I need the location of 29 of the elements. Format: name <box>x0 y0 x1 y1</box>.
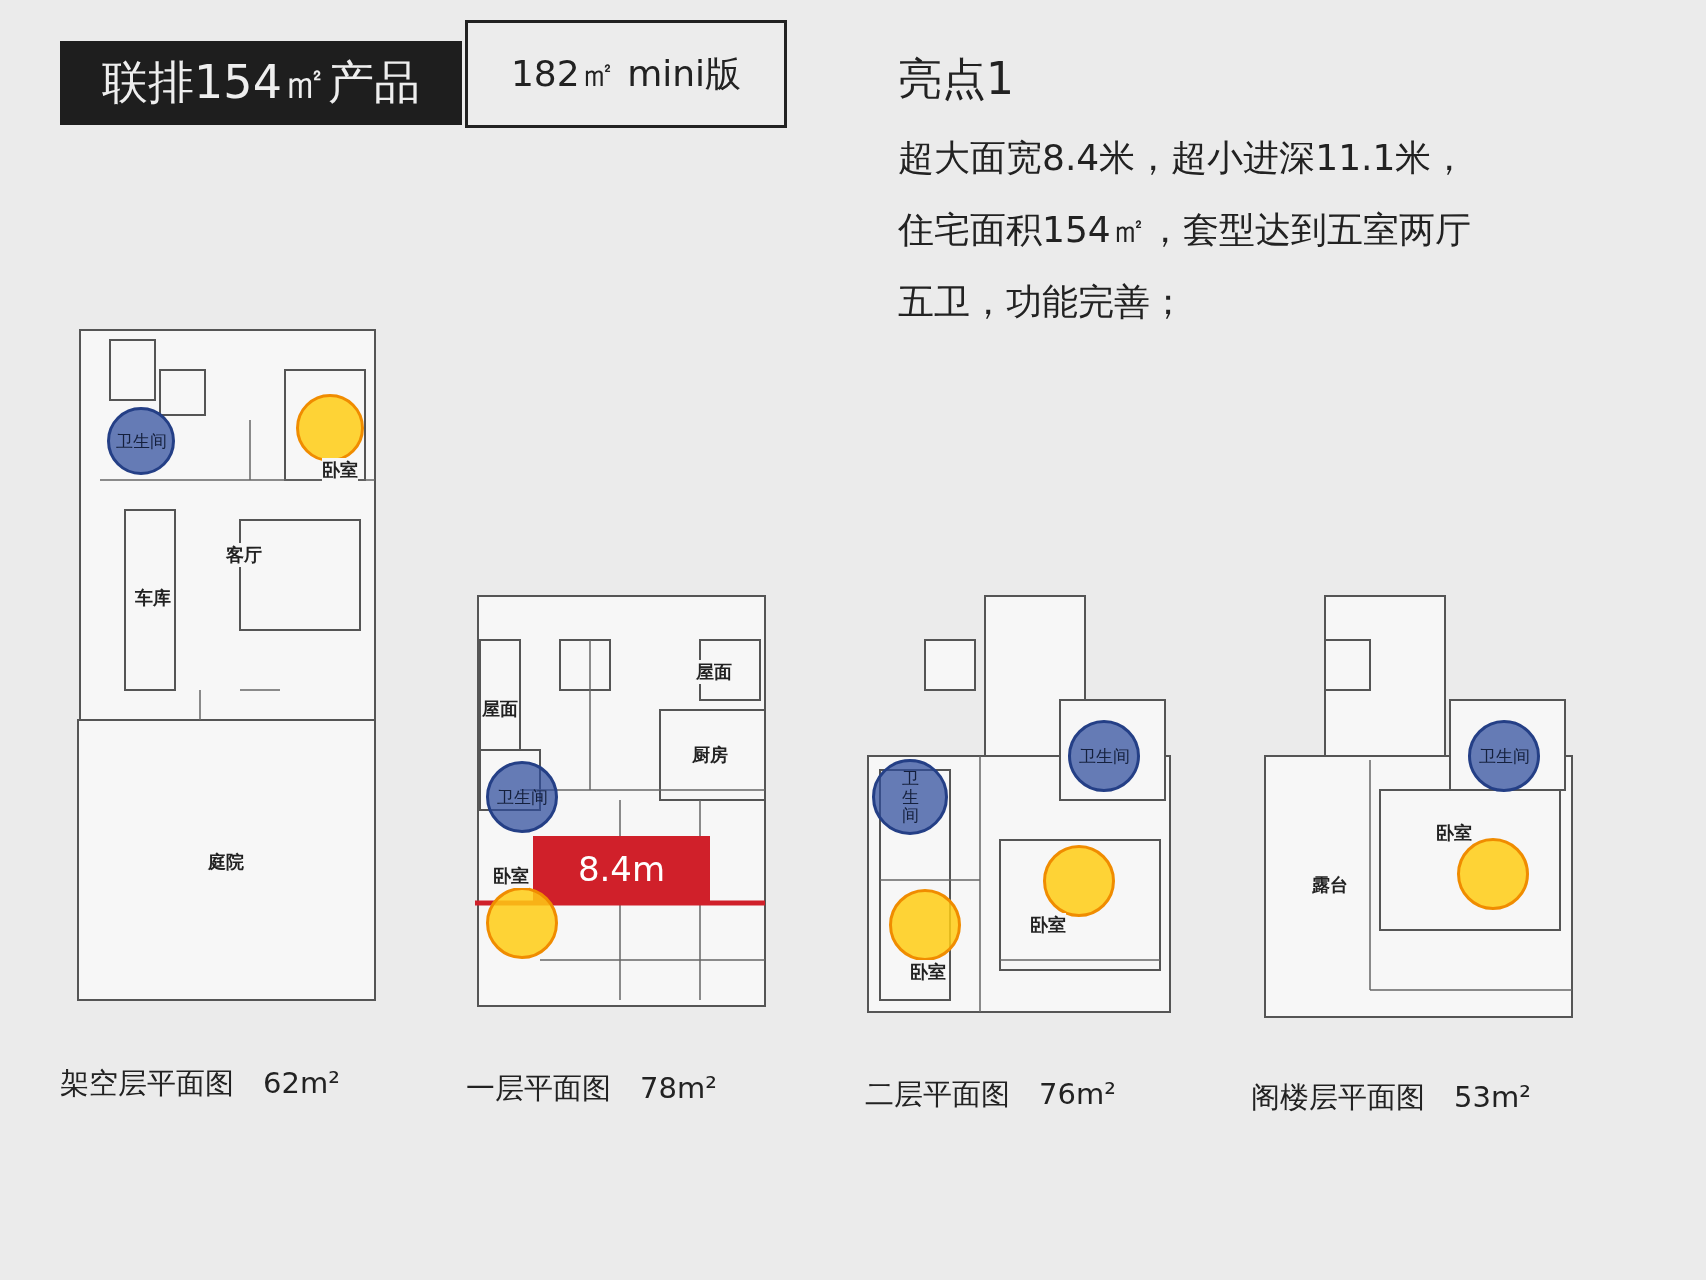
room-name: 卧室 <box>910 960 946 984</box>
room-name: 屋面 <box>482 697 518 721</box>
room-name: 露台 <box>1312 873 1348 897</box>
room-name: 厨房 <box>692 743 728 767</box>
room-name: 卫生间 <box>115 429 167 453</box>
room-name: 屋面 <box>696 660 732 684</box>
room-name: 车库 <box>135 586 171 610</box>
room-name: 卫生间 <box>1078 744 1130 768</box>
room-name: 卫生间 <box>496 785 548 809</box>
title-box <box>465 20 787 128</box>
room-name: 卧室 <box>493 864 529 888</box>
title-text: 联排154㎡产品 <box>102 54 420 111</box>
room-name: 卧室 <box>322 458 358 482</box>
room-name: 卧室 <box>1030 913 1066 937</box>
description-text: 超大面宽8.4米，超小进深11.1米，住宅面积154㎡，套型达到五室两厅五卫，功能完善； <box>898 136 1472 324</box>
dimension-tag <box>533 836 710 902</box>
room-name: 庭院 <box>208 850 244 874</box>
room-name: 卫生间 <box>1478 744 1530 768</box>
room-name: 卫生间 <box>901 768 919 826</box>
heading: 亮点1 <box>898 52 1014 106</box>
plan-caption: 阁楼层平面图 53m² <box>1251 1079 1531 1116</box>
title-text: 8.4m <box>577 849 666 889</box>
room-name: 卧室 <box>1436 821 1472 845</box>
plan-caption: 二层平面图 76m² <box>865 1076 1116 1113</box>
plan-caption: 一层平面图 78m² <box>466 1070 717 1107</box>
title-box <box>60 41 462 125</box>
title-text: 182㎡ mini版 <box>510 51 741 96</box>
plan-caption: 架空层平面图 62m² <box>60 1065 340 1102</box>
room-name: 客厅 <box>226 543 262 567</box>
